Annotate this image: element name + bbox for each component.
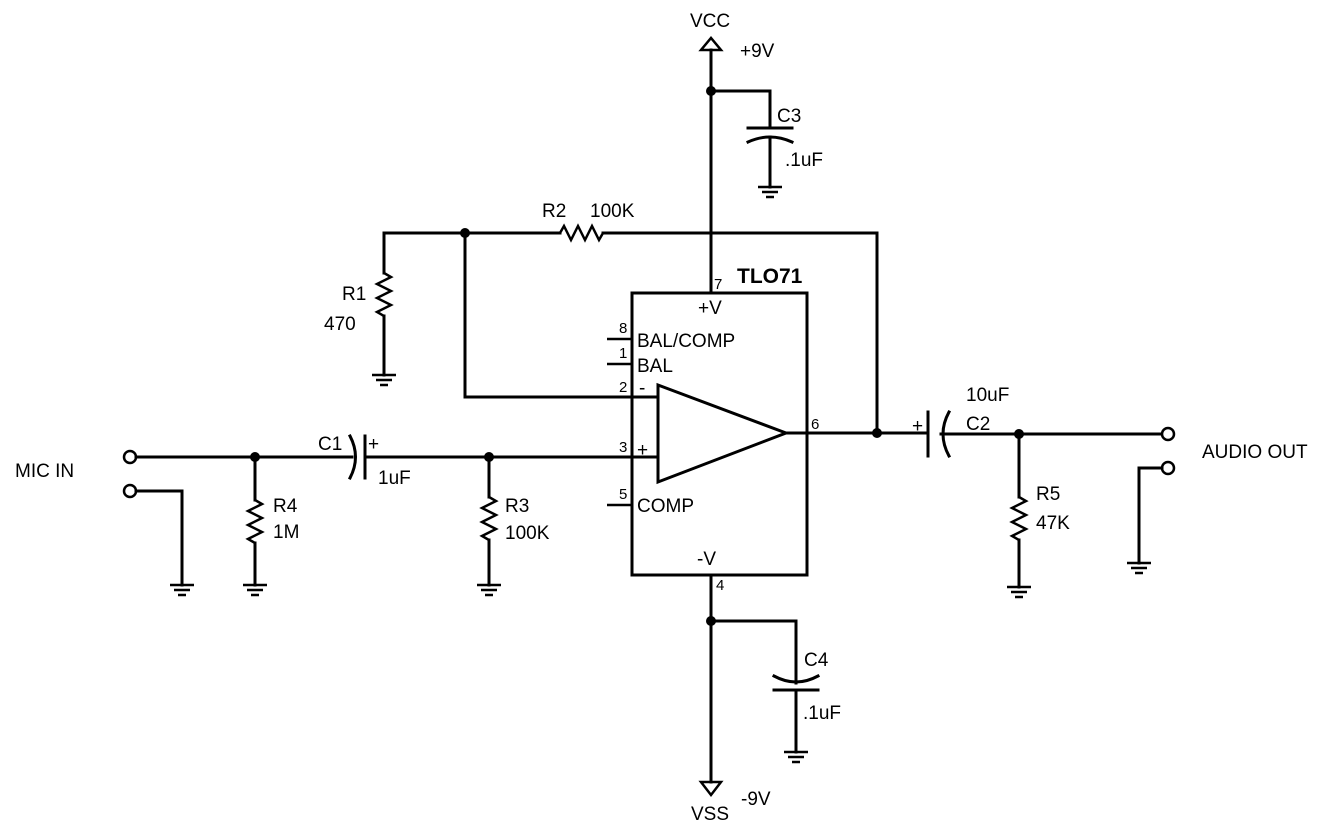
c1-name: C1 xyxy=(318,434,342,455)
input-terminal-icon xyxy=(122,483,138,499)
audio-out-label: AUDIO OUT xyxy=(1202,442,1308,463)
capacitor-c1: C1 + 1uF xyxy=(318,433,411,489)
bal-comp-label: BAL/COMP xyxy=(637,331,735,352)
neg-supply-label: -V xyxy=(697,549,716,570)
inverting-sign: - xyxy=(639,378,645,399)
r3-name: R3 xyxy=(505,496,529,517)
ground-icon xyxy=(784,750,808,764)
ground-icon xyxy=(1127,561,1151,575)
c1-polarity: + xyxy=(368,434,379,455)
c1-value: 1uF xyxy=(378,468,411,489)
ground-icon xyxy=(243,583,267,597)
ground-icon xyxy=(758,185,782,199)
vcc-arrow-icon xyxy=(698,36,724,52)
resistor-r4: R4 1M xyxy=(243,455,299,597)
comp-label: COMP xyxy=(637,496,694,517)
pin-5: 5 xyxy=(619,486,627,503)
pin-3: 3 xyxy=(619,439,627,456)
c3-value: .1uF xyxy=(785,150,823,171)
vss-voltage: -9V xyxy=(741,789,771,810)
resistor-r3: R3 100K xyxy=(477,455,550,597)
pin-2: 2 xyxy=(619,379,627,396)
output-terminal-icon xyxy=(1160,460,1176,476)
bal-label: BAL xyxy=(637,356,673,377)
c4-value: .1uF xyxy=(803,703,841,724)
noninverting-sign: + xyxy=(637,440,648,461)
r1-name: R1 xyxy=(342,284,366,305)
output-terminal-icon xyxy=(1160,426,1176,442)
vss-arrow-icon xyxy=(698,780,724,798)
capacitor-c4: C4 .1uF xyxy=(709,619,841,764)
opamp-triangle-icon xyxy=(656,382,791,485)
mic-in-label: MIC IN xyxy=(15,461,74,482)
resistor-r2: R2 100K xyxy=(542,201,635,243)
vcc-supply: VCC +9V xyxy=(690,11,775,62)
input-terminal-icon xyxy=(122,449,138,465)
pin-4: 4 xyxy=(716,577,724,594)
r4-value: 1M xyxy=(273,522,299,543)
r3-value: 100K xyxy=(505,523,550,544)
pin-6: 6 xyxy=(811,416,819,433)
c2-value: 10uF xyxy=(966,385,1009,406)
r2-name: R2 xyxy=(542,201,566,222)
pos-supply-label: +V xyxy=(698,298,722,319)
opamp-tl071: TLO71 7 +V 8 BAL/COMP 1 BAL 2 - 3 + 5 CO… xyxy=(607,265,819,594)
r4-name: R4 xyxy=(273,496,298,517)
ground-icon xyxy=(170,583,194,597)
ground-icon xyxy=(477,583,501,597)
resistor-r1: R1 470 xyxy=(324,231,396,387)
pin-8: 8 xyxy=(619,320,627,337)
c2-name: C2 xyxy=(966,414,990,435)
r2-value: 100K xyxy=(590,201,635,222)
mic-input: MIC IN xyxy=(15,449,194,597)
c3-name: C3 xyxy=(777,106,801,127)
pin-1: 1 xyxy=(619,345,627,362)
audio-output: AUDIO OUT xyxy=(1127,426,1308,575)
r5-name: R5 xyxy=(1036,484,1060,505)
inverting-input-wire xyxy=(463,231,657,399)
c4-name: C4 xyxy=(804,650,829,671)
junction-dot xyxy=(872,428,882,438)
resistor-r5: R5 47K xyxy=(1007,432,1070,599)
vss-label: VSS xyxy=(691,804,729,825)
ground-icon xyxy=(372,373,396,387)
c2-polarity: + xyxy=(912,416,923,437)
r5-value: 47K xyxy=(1036,513,1070,534)
ground-icon xyxy=(1007,585,1031,599)
pin-7: 7 xyxy=(714,276,722,293)
feedback-wire-right xyxy=(601,231,879,435)
vss-supply: VSS -9V xyxy=(691,780,771,825)
vcc-voltage: +9V xyxy=(740,41,775,62)
r1-value: 470 xyxy=(324,314,356,335)
opamp-part-label: TLO71 xyxy=(737,265,803,288)
vcc-label: VCC xyxy=(690,11,730,32)
capacitor-c3: C3 .1uF xyxy=(709,89,823,199)
capacitor-c2: + 10uF C2 xyxy=(912,385,1009,459)
